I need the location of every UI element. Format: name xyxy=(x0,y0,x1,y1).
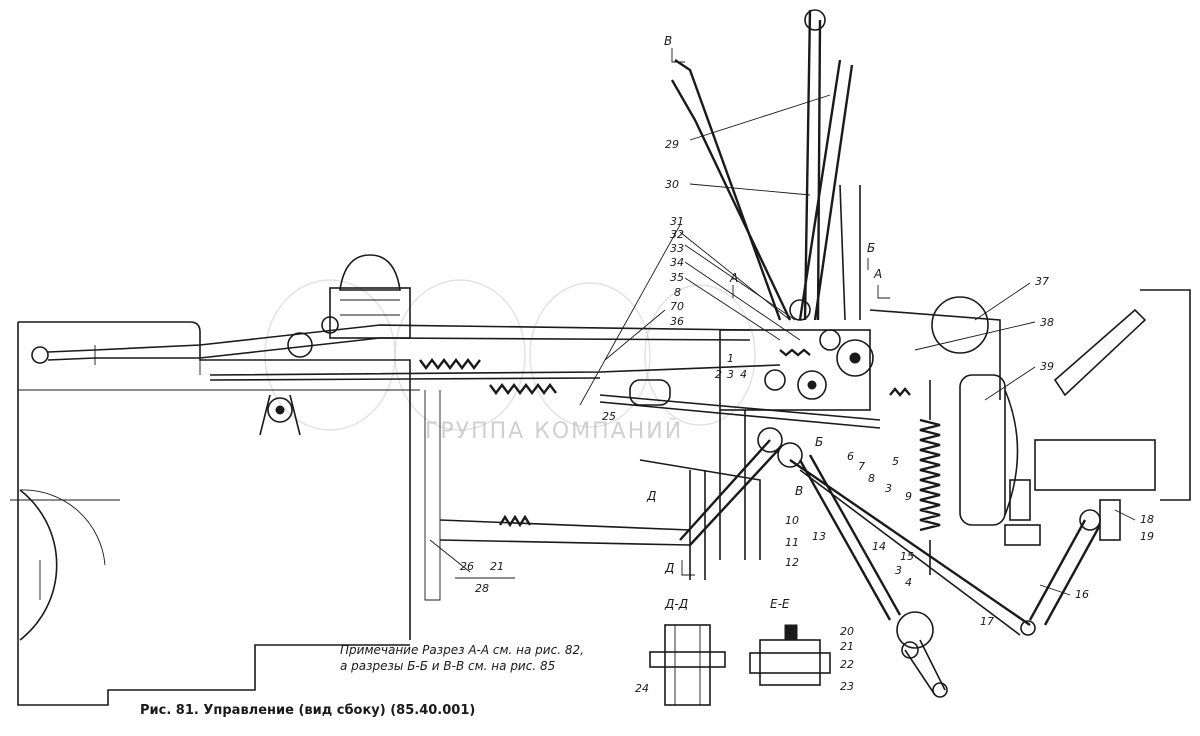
figure-caption: Рис. 81. Управление (вид сбоку) (85.40.0… xyxy=(140,703,475,718)
label-29: 29 xyxy=(665,138,679,151)
label-39: 39 xyxy=(1040,360,1054,373)
note-line-2: а разрезы Б-Б и В-В см. на рис. 85 xyxy=(340,659,555,673)
label-24: 24 xyxy=(635,682,649,695)
label-8-upper: 8 xyxy=(674,286,681,299)
pump-unit xyxy=(287,254,411,358)
drawing-note: Примечание Разрез А-А см. на рис. 82, а … xyxy=(340,643,584,673)
note-line-1: Примечание Разрез А-А см. на рис. 82, xyxy=(340,643,584,657)
label-10: 10 xyxy=(785,514,799,527)
label-70: 70 xyxy=(670,300,684,313)
label-16: 16 xyxy=(1075,588,1089,601)
label-9: 9 xyxy=(905,490,912,503)
section-ee-title: Е-Е xyxy=(770,597,790,611)
label-26: 26 xyxy=(460,560,474,573)
engine-housing xyxy=(10,321,441,706)
label-3-lower: 3 xyxy=(895,564,902,577)
watermark-logo: ГРУППА КОМПАНИЙ xyxy=(264,279,756,444)
label-35: 35 xyxy=(670,271,684,284)
label-4-lower: 4 xyxy=(905,576,912,589)
transmission-assembly xyxy=(869,289,1191,546)
leader-lines xyxy=(429,94,1136,596)
section-mark-v-mid: В xyxy=(795,484,803,498)
label-34: 34 xyxy=(670,256,684,269)
label-2: 2 xyxy=(715,368,722,381)
label-32: 32 xyxy=(670,228,684,241)
section-mark-b-top: Б xyxy=(867,241,875,255)
label-28: 28 xyxy=(475,582,489,595)
label-25: 25 xyxy=(602,410,616,423)
label-17: 17 xyxy=(980,615,994,628)
central-linkage xyxy=(439,329,1102,698)
label-1: 1 xyxy=(727,352,734,365)
label-33: 33 xyxy=(670,242,684,255)
label-21-section: 21 xyxy=(840,640,854,653)
label-31: 31 xyxy=(670,215,684,228)
springs xyxy=(419,348,941,575)
label-37: 37 xyxy=(1035,275,1049,288)
label-22: 22 xyxy=(840,658,854,671)
label-23: 23 xyxy=(840,680,854,693)
label-14: 14 xyxy=(872,540,886,553)
section-mark-d-bottom: Д xyxy=(664,561,674,575)
label-30: 30 xyxy=(665,178,679,191)
label-18: 18 xyxy=(1140,513,1154,526)
hand-levers xyxy=(670,9,861,351)
part-labels: 29 30 31 32 33 34 35 8 70 36 1 2 3 4 25 … xyxy=(455,138,1154,695)
label-7: 7 xyxy=(858,460,865,473)
label-8-lower: 8 xyxy=(868,472,875,485)
section-mark-a-right: А xyxy=(873,267,882,281)
section-ee: Е-Е xyxy=(749,597,831,686)
section-dd: Д-Д xyxy=(649,597,726,706)
watermark-text: ГРУППА КОМПАНИЙ xyxy=(425,418,683,444)
section-dd-title: Д-Д xyxy=(664,597,688,611)
label-3-mid: 3 xyxy=(885,482,892,495)
label-4-upper: 4 xyxy=(740,368,747,381)
label-38: 38 xyxy=(1040,316,1054,329)
label-19: 19 xyxy=(1140,530,1154,543)
label-3-upper: 3 xyxy=(727,368,734,381)
label-13: 13 xyxy=(812,530,826,543)
label-6: 6 xyxy=(847,450,854,463)
label-11: 11 xyxy=(785,536,799,549)
section-mark-b-mid: Б xyxy=(815,435,823,449)
label-5: 5 xyxy=(892,455,899,468)
label-12: 12 xyxy=(785,556,799,569)
label-20: 20 xyxy=(840,625,854,638)
label-21-main: 21 xyxy=(490,560,504,573)
label-15: 15 xyxy=(900,550,914,563)
label-36: 36 xyxy=(670,315,684,328)
section-mark-v-top: В xyxy=(664,34,672,48)
section-mark-d-top: Д xyxy=(646,489,656,503)
